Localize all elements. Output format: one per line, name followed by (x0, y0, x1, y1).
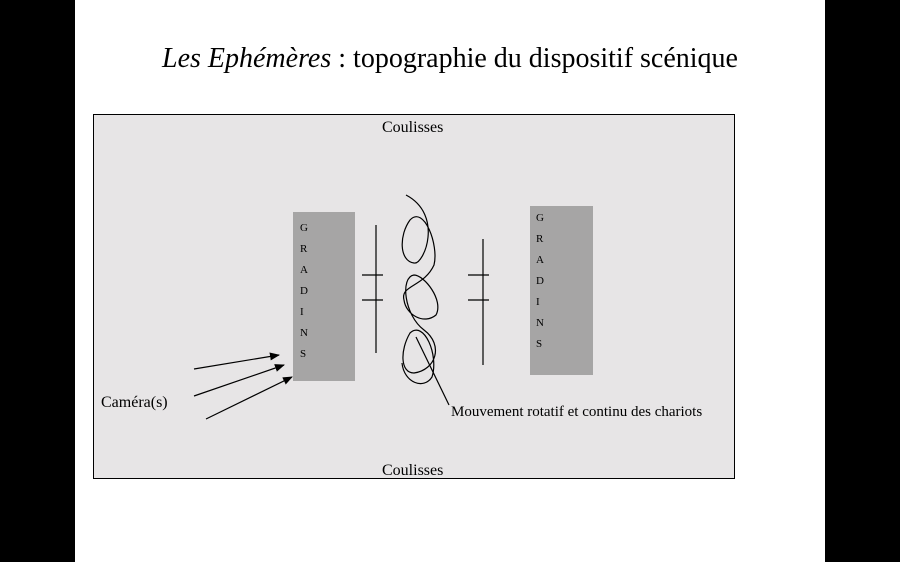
gradins-left-letter: D (300, 285, 308, 297)
gradins-right-letter: G (536, 212, 544, 224)
slide: Les Ephémères : topographie du dispositi… (75, 0, 825, 562)
camera-label: Caméra(s) (101, 394, 168, 411)
camera-arrow-1 (193, 352, 280, 370)
gradins-left-letter: I (300, 306, 304, 318)
bottom-wings-label: Coulisses (382, 462, 444, 479)
gradins-left-letter: A (300, 264, 308, 276)
stage-drawing (193, 194, 489, 420)
gradins-right-letter: D (536, 275, 544, 287)
gradins-left-letter: G (300, 222, 308, 234)
gradins-left-letter: S (300, 348, 307, 360)
camera-arrow-3 (205, 376, 293, 420)
gradins-right-letter: A (536, 254, 544, 266)
gradins-right-letter: R (536, 233, 544, 245)
gradins-left-letter: R (300, 243, 308, 255)
top-wings-label: Coulisses (382, 119, 444, 136)
slide-title-rest: : topographie du dispositif scénique (331, 43, 738, 74)
slide-title: Les Ephémères : topographie du dispositi… (75, 42, 825, 76)
gradins-right-letter: I (536, 296, 540, 308)
gradins-right-letter: S (536, 338, 543, 350)
movement-label: Mouvement rotatif et continu des chariot… (451, 404, 703, 420)
camera-arrow-2 (193, 364, 285, 397)
carriage-rotation-loops (401, 194, 439, 385)
slide-title-italic: Les Ephémères (162, 43, 332, 74)
movement-pointer-line (415, 336, 450, 406)
gradins-left-letter: N (300, 327, 308, 339)
gradins-right-letter: N (536, 317, 544, 329)
